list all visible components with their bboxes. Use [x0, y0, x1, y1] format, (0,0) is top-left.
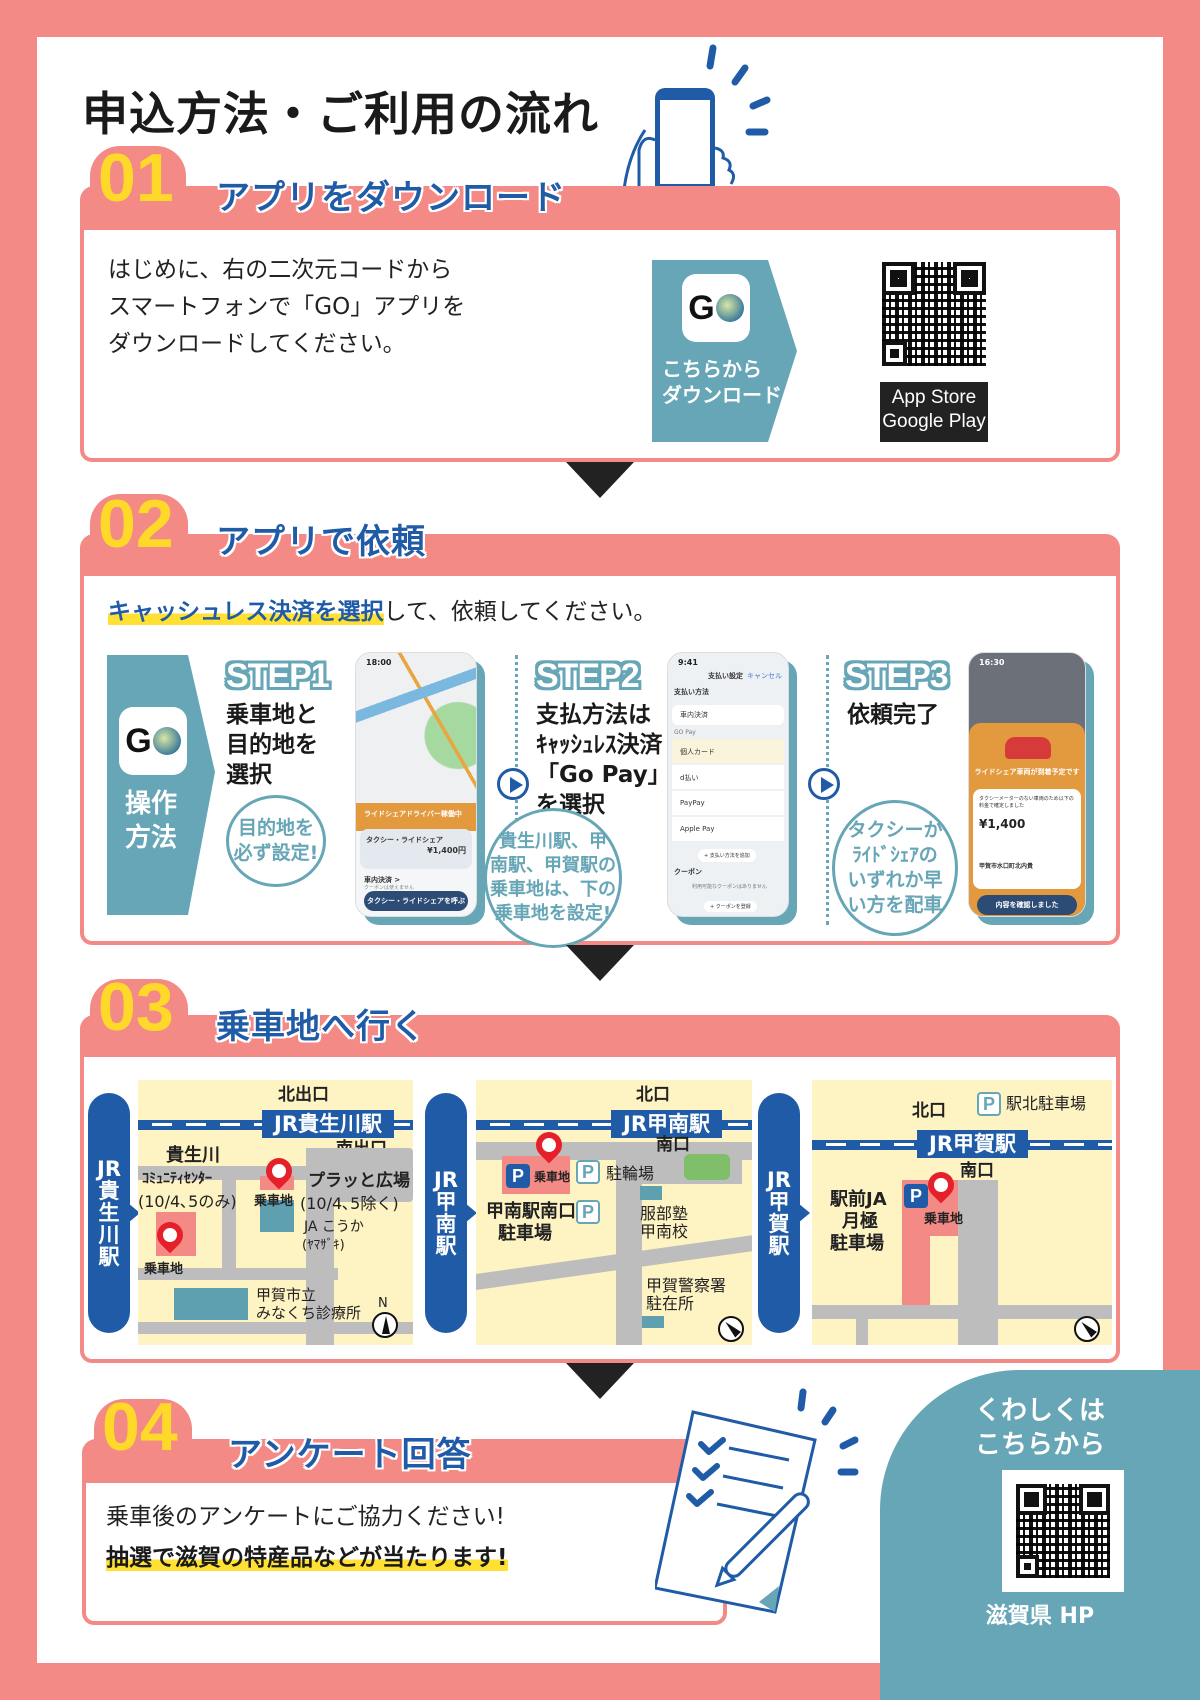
corner-line-2: こちらから: [974, 1430, 1105, 1460]
section-title: アプリで依頼: [216, 522, 426, 562]
shiga-hp-qr-code[interactable]: [1016, 1484, 1110, 1578]
intro-line-2: スマートフォンで「GO」アプリを: [108, 294, 466, 320]
store-google-play: Google Play: [882, 411, 986, 432]
banner-line-2: ダウンロード: [662, 383, 782, 407]
map-konan: JR甲南駅 北口 南口 P 乗車地 P P 駐輪場 甲南駅南口 駐車場 服部塾 …: [476, 1080, 752, 1345]
section-title: アンケート回答: [228, 1435, 472, 1475]
survey-request: 乗車後のアンケートにご協力ください!: [106, 1504, 505, 1530]
section-number: 02: [98, 486, 174, 562]
compass-icon: [372, 1312, 398, 1338]
step1-text: 乗車地と 目的地を 選択: [226, 702, 318, 788]
instruction-rest: して、依頼してください。: [383, 599, 657, 625]
compass-icon: [712, 1310, 750, 1345]
map-koka: P 駅北駐車場 北口 JR甲賀駅 南口 P 乗車地 駅前JA 月極 駐車場: [812, 1080, 1112, 1345]
station-name: JR甲南駅: [611, 1110, 722, 1138]
station-name: JR貴生川駅: [262, 1110, 394, 1138]
step3-text: 依頼完了: [847, 702, 939, 728]
step1-badge: STEP1: [226, 657, 330, 695]
prize-highlight: 抽選で滋賀の特産品などが当たります!: [106, 1545, 508, 1571]
app-download-qr-code[interactable]: [882, 262, 986, 366]
flow-arrow-2: [566, 945, 634, 981]
step1-phone-screenshot: 18:00 ライドシェアドライバー稼働中 タクシー・ライドシェア ¥1,400円…: [355, 652, 477, 917]
map-kibukawa: JR貴生川駅 北出口 南出口 貴生川 ｺﾐｭﾆﾃｨｾﾝﾀｰ (10/4､5のみ)…: [138, 1080, 413, 1345]
step3-badge: STEP3: [845, 657, 949, 695]
next-step-icon: [808, 768, 840, 800]
step1-callout: 目的地を必ず設定!: [226, 795, 326, 887]
smartphone-hand-icon: [620, 44, 771, 240]
go-app-icon: G: [119, 707, 187, 775]
page-title: 申込方法・ご利用の流れ: [82, 87, 599, 141]
more-info-corner: くわしくは こちらから 滋賀県 HP: [880, 1370, 1200, 1700]
intro-line-3: ダウンロードしてください。: [108, 331, 406, 357]
section-number: 01: [98, 140, 174, 216]
step2-badge: STEP2: [536, 657, 640, 695]
go-app-icon: G: [682, 274, 750, 342]
step3-callout: タクシーか ﾗｲﾄﾞｼｪｱの いずれか早 い方を配車: [832, 800, 958, 936]
how-to-banner: G 操作 方法: [107, 655, 215, 915]
banner-line-1: こちらから: [662, 357, 762, 381]
step2-callout: 貴生川駅、甲 南駅、甲賀駅の 乗車地は、下の 乗車地を設定!: [484, 808, 622, 948]
station-name: JR甲賀駅: [917, 1130, 1028, 1158]
section-survey: 04 アンケート回答 乗車後のアンケートにご協力ください! 抽選で滋賀の特産品な…: [82, 1389, 727, 1625]
store-label: App Store Google Play: [880, 382, 988, 442]
step2-text: 支払方法は ｷｬｯｼｭﾚｽ決済 「Go Pay」 を選択: [536, 702, 671, 818]
call-taxi-button: タクシー・ライドシェアを呼ぶ: [364, 891, 468, 911]
step3-phone-screenshot: 16:30 ライドシェア車両が到着予定です タクシーメーターのない車両のため以下…: [968, 652, 1086, 917]
section-title: アプリをダウンロード: [216, 178, 566, 218]
step2-phone-screenshot: 9:41 支払い設定 キャンセル 支払い方法 車内決済 GO Pay 個人カード…: [667, 652, 789, 917]
next-step-icon: [497, 768, 529, 800]
section-title: 乗車地へ行く: [216, 1007, 426, 1047]
flow-arrow-1: [566, 462, 634, 498]
confirm-button: 内容を確認しました: [977, 895, 1077, 915]
flow-arrow-3: [566, 1363, 634, 1399]
checklist-pencil-icon: [655, 1388, 859, 1614]
intro-line-1: はじめに、右の二次元コードから: [108, 257, 453, 283]
section-number: 03: [98, 969, 174, 1045]
how-to-line-1: 操作: [125, 789, 178, 819]
download-banner[interactable]: G こちらから ダウンロード: [652, 260, 797, 442]
corner-line-1: くわしくは: [974, 1396, 1105, 1426]
store-app-store: App Store: [891, 387, 977, 408]
section-number: 04: [102, 1389, 178, 1465]
cashless-highlight: キャッシュレス決済を選択: [108, 599, 384, 625]
how-to-line-2: 方法: [125, 823, 178, 853]
shiga-hp-caption: 滋賀県 HP: [985, 1604, 1095, 1629]
